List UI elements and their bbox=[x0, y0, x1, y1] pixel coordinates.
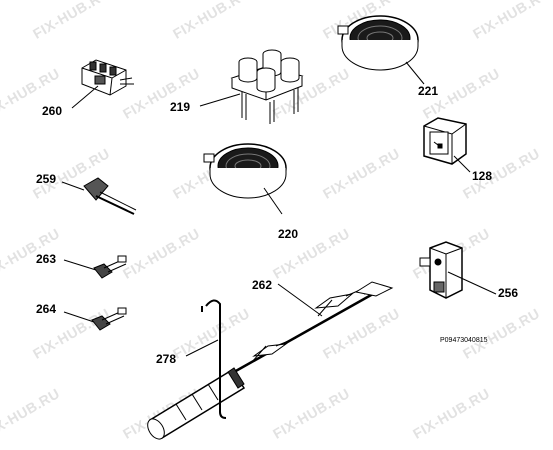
label-259: 259 bbox=[36, 172, 57, 186]
part-256-lamp-holder bbox=[419, 241, 497, 299]
label-262: 262 bbox=[252, 278, 273, 292]
part-262-spit bbox=[233, 281, 394, 374]
part-220-hotplate bbox=[203, 143, 287, 215]
part-128-relay bbox=[423, 117, 471, 173]
part-221-hotplate bbox=[337, 15, 425, 85]
label-128: 128 bbox=[472, 169, 493, 183]
label-256: 256 bbox=[498, 286, 519, 300]
label-221: 221 bbox=[418, 84, 439, 98]
part-260-switch bbox=[71, 59, 134, 109]
label-278: 278 bbox=[156, 352, 177, 366]
part-263-connector bbox=[63, 255, 127, 279]
label-219: 219 bbox=[170, 100, 191, 114]
label-264: 264 bbox=[36, 302, 57, 316]
document-number: P09473040815 bbox=[440, 337, 488, 344]
label-263: 263 bbox=[36, 252, 57, 266]
label-260: 260 bbox=[42, 104, 63, 118]
part-264-connector bbox=[63, 307, 127, 331]
part-278-handle bbox=[147, 299, 246, 440]
part-219-terminal-block bbox=[199, 49, 304, 124]
part-259-thermostat bbox=[61, 177, 137, 215]
label-220: 220 bbox=[278, 227, 299, 241]
